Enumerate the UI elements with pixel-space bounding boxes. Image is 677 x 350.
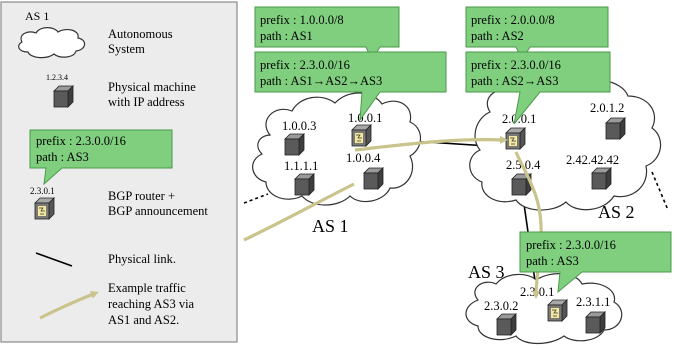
legend-traffic-desc-3: AS1 and AS2.	[108, 313, 179, 327]
legend-cloud-icon	[18, 27, 86, 59]
as1-own-callout: prefix : 1.0.0.0/8 path : AS1	[254, 6, 400, 62]
as3-group: AS 3 2.3.0.1 2.3.0.2 2.3.1.1	[465, 262, 623, 345]
as2-label: AS 2	[598, 202, 635, 222]
callout-path: path : AS2	[471, 29, 524, 43]
legend-machine-ip: 1.2.3.4	[46, 73, 68, 82]
as1-label: AS 1	[312, 216, 349, 236]
legend-traffic-desc-1: Example traffic	[108, 281, 186, 295]
link-as1-external	[243, 193, 269, 204]
callout-box	[465, 51, 611, 125]
as2-group: AS 2 2.0.0.1 2.0.1.2 2.5.0.4 2.42.42.42	[469, 77, 662, 222]
link-icon	[35, 252, 73, 267]
as2-cloud	[469, 77, 662, 211]
server-icon	[605, 117, 626, 140]
as2-host-label: 2.42.42.42	[566, 153, 619, 167]
router-icon	[505, 127, 526, 150]
callout-prefix: prefix : 2.3.0.0/16	[260, 58, 350, 72]
as3-label: AS 3	[468, 262, 505, 282]
as3-host-label: 2.3.1.1	[576, 295, 610, 309]
legend-callout-prefix: prefix : 2.3.0.0/16	[36, 134, 126, 148]
router-icon	[351, 124, 372, 147]
callout-box	[519, 231, 672, 294]
as1-host-label: 1.0.0.4	[346, 151, 381, 165]
callout-path: path : AS1→AS2→AS3	[260, 74, 382, 88]
callout-box	[254, 51, 447, 122]
callout-path: path : AS2→AS3	[471, 74, 559, 88]
legend-callout	[29, 129, 173, 186]
legend-panel: AS 1 Autonomous System 1.2.3.4 Physical …	[0, 1, 238, 343]
legend-router-desc-1: BGP router +	[108, 189, 175, 203]
as1-cloud	[252, 92, 422, 206]
as3-callout: prefix : 2.3.0.0/16 path : AS3	[519, 231, 672, 294]
legend-callout-path: path : AS3	[36, 150, 89, 164]
as2-own-callout: prefix : 2.0.0.0/8 path : AS2	[465, 6, 609, 62]
callout-prefix: prefix : 2.3.0.0/16	[526, 238, 616, 252]
traffic-into-as1	[243, 182, 355, 242]
router-icon	[34, 197, 55, 220]
as3-host-label: 2.3.0.2	[484, 299, 518, 313]
link-as2-external	[651, 171, 669, 211]
traffic-arrow-icon	[39, 291, 99, 320]
legend-background	[0, 1, 238, 343]
server-icon	[496, 313, 517, 336]
legend-as-desc-2: System	[108, 42, 145, 56]
router-icon	[547, 299, 568, 322]
as1-relay-callout: prefix : 2.3.0.0/16 path : AS1→AS2→AS3	[254, 51, 447, 122]
callout-prefix: prefix : 2.0.0.0/8	[471, 13, 555, 27]
traffic-as1-to-as2	[354, 135, 508, 152]
as1-host-label: 1.1.1.1	[284, 159, 318, 173]
legend-machine-desc-1: Physical machine	[108, 80, 196, 94]
legend-router-desc-2: BGP announcement	[108, 204, 208, 218]
legend-as-label: AS 1	[25, 9, 49, 23]
server-icon	[591, 167, 612, 190]
callout-path: path : AS1	[260, 29, 313, 43]
server-icon	[363, 167, 384, 190]
server-icon	[585, 311, 606, 334]
as1-host-label: 1.0.0.3	[282, 119, 316, 133]
callout-prefix: prefix : 1.0.0.0/8	[260, 13, 344, 27]
legend-link-desc: Physical link.	[108, 252, 176, 266]
server-icon	[294, 173, 315, 196]
legend-router-ip: 2.3.0.1	[30, 186, 55, 196]
server-icon	[284, 133, 305, 156]
as1-router-label: 1.0.0.1	[348, 111, 382, 125]
as2-host-label: 2.0.1.2	[590, 101, 624, 115]
server-icon	[53, 85, 74, 108]
as1-group: AS 1 1.0.0.3 1.1.1.1 1.0.0.4 1.0.0.1	[252, 92, 422, 236]
as2-router-label: 2.0.0.1	[502, 112, 536, 126]
callout-path: path : AS3	[526, 254, 579, 268]
as2-relay-callout: prefix : 2.3.0.0/16 path : AS2→AS3	[465, 51, 611, 125]
legend-machine-desc-2: with IP address	[108, 95, 185, 109]
callout-prefix: prefix : 2.3.0.0/16	[471, 58, 561, 72]
legend-traffic-desc-2: reaching AS3 via	[108, 297, 195, 311]
legend-as-desc-1: Autonomous	[108, 27, 173, 41]
